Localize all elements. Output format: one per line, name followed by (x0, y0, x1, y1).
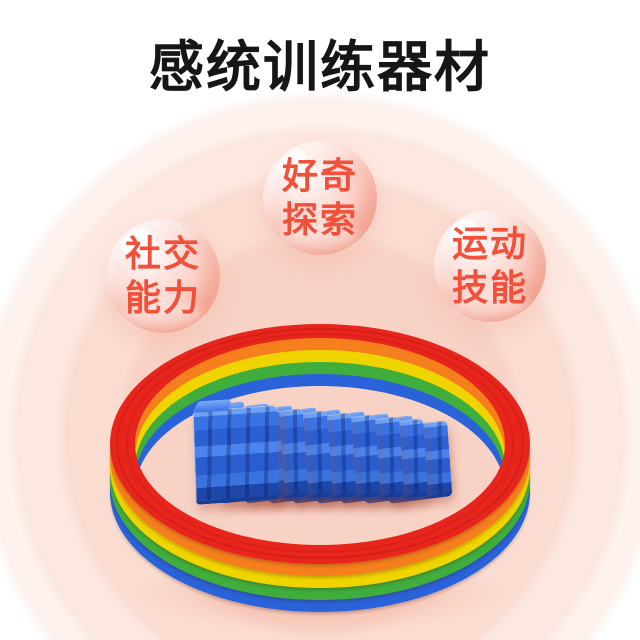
bubble-label-line1: 社交 (124, 233, 201, 275)
bubble-label-line2: 技能 (451, 267, 528, 308)
bubble-motor-skills: 运动 技能 (434, 210, 546, 322)
bubble-label-line2: 能力 (124, 277, 201, 318)
bubble-label-line1: 好奇 (281, 155, 358, 197)
bubble-social-skills: 社交 能力 (106, 219, 220, 333)
bubble-label-line2: 探索 (281, 199, 358, 240)
bubble-label-line1: 运动 (451, 223, 528, 265)
blue-clip (192, 405, 280, 505)
page-title: 感统训练器材 (148, 36, 491, 98)
bubble-curious-exploration: 好奇 探索 (263, 141, 377, 255)
